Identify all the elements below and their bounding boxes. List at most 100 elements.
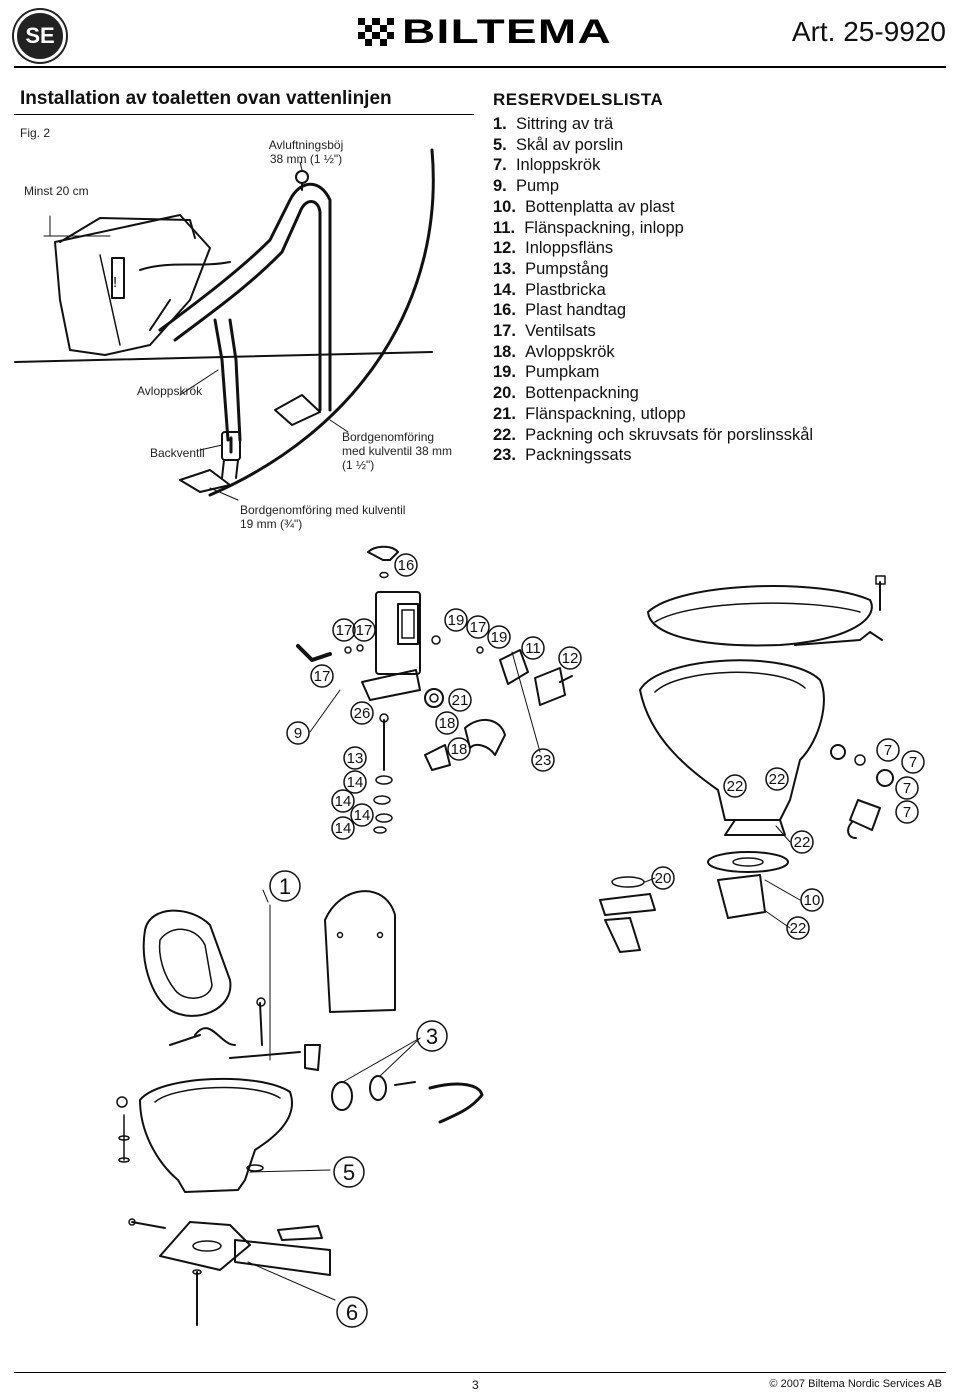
parts-list-item: 18. Avloppskrök [493, 342, 933, 363]
part-name: Plastbricka [525, 280, 606, 299]
callout-number: 17 [336, 622, 353, 639]
part-number: 16. [493, 301, 516, 320]
callout-number: 17 [314, 668, 331, 685]
part-name: Avloppskrök [525, 342, 615, 361]
callout-number: 22 [794, 834, 811, 851]
part-number: 12. [493, 239, 516, 258]
parts-list-item: 14. Plastbricka [493, 280, 933, 301]
part-number: 9. [493, 177, 507, 196]
part-number: 23. [493, 446, 516, 465]
min-height-callout: Minst 20 cm [24, 184, 89, 198]
parts-list-item: 17. Ventilsats [493, 321, 933, 342]
callout-number: 26 [354, 705, 371, 722]
part-name: Bottenpackning [525, 384, 639, 403]
header-divider [14, 66, 946, 68]
callout-number: 6 [346, 1300, 358, 1325]
part-name: Sittring av trä [515, 115, 614, 133]
part-name: Plast handtag [525, 301, 627, 320]
parts-list-item: 10. Bottenplatta av plast [493, 197, 933, 218]
warning-icon: ! [113, 274, 117, 291]
copyright-notice: © 2007 Biltema Nordic Services AB [769, 1378, 942, 1390]
part-name: Packningssats [525, 446, 632, 465]
part-name: Pumpkam [525, 363, 600, 382]
callout-number: 20 [655, 870, 672, 887]
callout-number: 18 [439, 715, 456, 732]
part-name: Inloppsfläns [525, 239, 614, 258]
part-number: 10. [493, 197, 516, 216]
callout-number: 7 [903, 780, 911, 797]
brand-logo: BILTEMA [358, 13, 611, 51]
callout-number: 1 [279, 874, 291, 899]
callout-number: 11 [525, 640, 541, 657]
callout-number: 12 [562, 650, 579, 667]
small-thru-hull-callout-line: 19 mm (¾") [240, 517, 303, 531]
parts-list: RESERVDELSLISTA 1. Sittring av trä 5. Sk… [493, 90, 933, 466]
part-name: Pumpstång [525, 259, 609, 278]
part-name: Inloppskrök [515, 156, 601, 175]
parts-list-item: 16. Plast handtag [493, 300, 933, 321]
part-number: 11. [493, 218, 516, 237]
footer-divider [14, 1372, 946, 1373]
parts-list-item: 20. Bottenpackning [493, 383, 933, 404]
callout-number: 9 [294, 725, 302, 742]
parts-list-item: 9. Pump [493, 176, 933, 197]
part-number: 1. [493, 115, 507, 133]
part-number: 18. [493, 342, 516, 361]
part-name: Ventilsats [525, 322, 596, 341]
callout-number: 17 [470, 619, 487, 636]
callout-number: 22 [727, 778, 744, 795]
parts-list-item: 21. Flänspackning, utlopp [493, 404, 933, 425]
seat-bowl-exploded-view [116, 889, 484, 1326]
callout-number-rings [269, 553, 925, 1328]
part-number: 21. [493, 404, 516, 423]
section-title-divider [14, 114, 474, 115]
large-thru-hull-callout-line: Bordgenomföring [342, 430, 435, 444]
part-name: Flänspackning, inlopp [524, 218, 684, 237]
toilet-bowl-view [599, 575, 894, 953]
callout-number: 22 [790, 920, 807, 937]
part-name: Pump [515, 177, 560, 196]
check-valve-callout: Backventil [150, 446, 205, 460]
outlet-elbow-callout: Avloppskrök [137, 384, 203, 398]
large-thru-hull-callout: Bordgenomföring med kulventil 38 mm (1 ½… [342, 430, 452, 472]
parts-list-item: 19. Pumpkam [493, 362, 933, 383]
page-header: SE BILTEMA Art. 25-9920 [0, 0, 960, 74]
part-number: 13. [493, 259, 516, 278]
part-number: 19. [493, 363, 516, 382]
checkered-flag-icon [358, 18, 394, 46]
callout-number: 7 [903, 804, 911, 821]
callout-numbers: 1 6 17 17 19 17 19 11 12 17 9 26 21 18 18… [279, 557, 917, 1325]
callout-number: 18 [451, 741, 468, 758]
callout-number: 5 [343, 1160, 355, 1185]
installation-schematic: ! [14, 148, 435, 501]
brand-name: BILTEMA [402, 12, 613, 51]
large-thru-hull-callout-line: med kulventil 38 mm [342, 444, 453, 458]
parts-list-item: 13. Pumpstång [493, 259, 933, 280]
callout-number: 7 [884, 742, 892, 759]
callout-number: 19 [448, 612, 465, 629]
callout-number: 22 [769, 771, 786, 788]
parts-list-item: 12. Inloppsfläns [493, 238, 933, 259]
callout-number: 23 [535, 752, 552, 769]
part-number: 20. [493, 384, 516, 403]
part-name: Flänspackning, utlopp [525, 404, 686, 423]
parts-list-item: 5. Skål av porslin [493, 135, 933, 156]
callout-number: 17 [356, 622, 373, 639]
callout-number: 21 [452, 692, 469, 709]
callout-number: 7 [909, 754, 917, 771]
part-name: Packning och skruvsats för porslinsskål [525, 425, 814, 444]
pump-exploded-view [296, 545, 573, 834]
part-number: 17. [493, 322, 516, 341]
section-title: Installation av toaletten ovan vattenlin… [20, 88, 392, 109]
part-number: 22. [493, 425, 516, 444]
vent-loop-callout: Avluftningsböj 38 mm (1 ½") [258, 138, 354, 166]
part-number: 14. [493, 280, 516, 299]
callout-number: 10 [804, 892, 821, 909]
parts-list-item: 23. Packningssats [493, 445, 933, 466]
callout-number: 19 [491, 629, 508, 646]
parts-list-item: 1. Sittring av trä [493, 114, 933, 135]
callout-number: 14 [354, 807, 371, 824]
parts-list-item: 11. Flänspackning, inlopp [493, 218, 933, 239]
part-name: Bottenplatta av plast [525, 197, 675, 216]
